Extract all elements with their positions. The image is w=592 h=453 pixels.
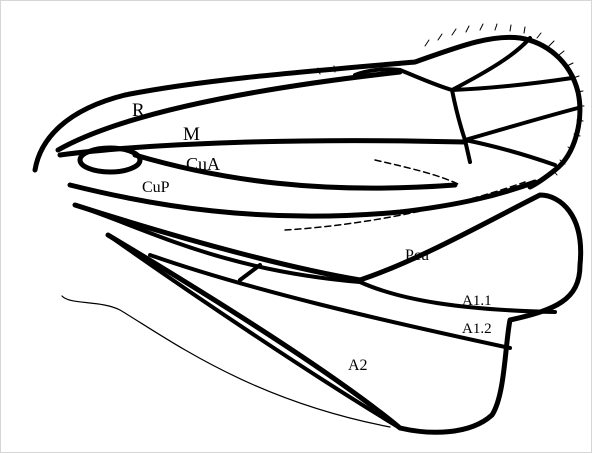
hindwing-outline	[75, 195, 581, 432]
label-pcu: Pcu	[405, 247, 429, 264]
label-a2: A2	[348, 357, 368, 374]
label-cua: CuA	[186, 154, 220, 174]
crossvein	[240, 265, 260, 280]
label-r: R	[132, 100, 145, 121]
anal-vein-1-1	[360, 282, 555, 312]
label-a12: A1.2	[462, 321, 492, 337]
label-cup: CuP	[142, 179, 170, 196]
cubitus-anterior-vein	[135, 155, 455, 188]
label-m: M	[183, 124, 200, 145]
label-a11: A1.1	[462, 293, 492, 309]
forewing-costal-margin	[35, 37, 580, 187]
claval-fold-line	[375, 160, 460, 185]
